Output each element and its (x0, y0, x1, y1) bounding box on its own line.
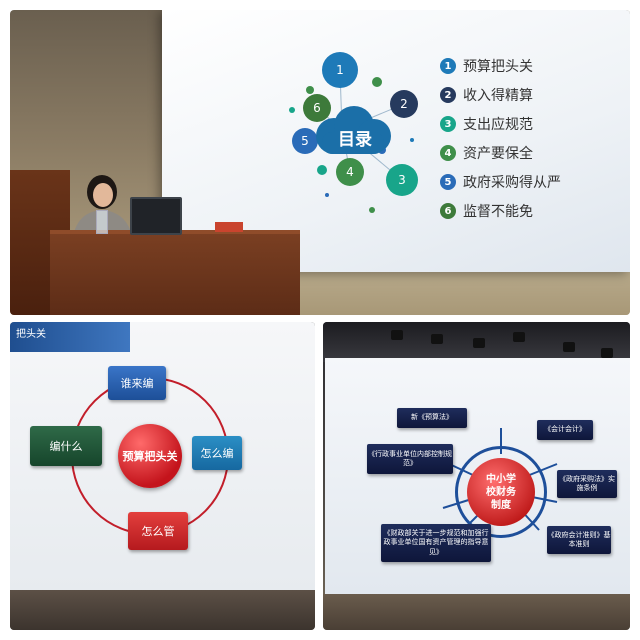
ceiling-lamp (473, 338, 485, 348)
bubble-3 (386, 164, 418, 196)
box-top-right: 《会计会计》 (537, 420, 593, 440)
mindmap-center-label: 目录 (338, 130, 372, 150)
box-left: 《行政事业单位内部控制规范》 (367, 444, 453, 474)
box-top: 谁来编 (108, 366, 166, 400)
svg-text:5: 5 (301, 134, 309, 148)
bubble-2 (390, 90, 418, 118)
agenda-item: 1 预算把头关 (440, 54, 561, 78)
ceiling-lamp (431, 334, 443, 344)
svg-text:3: 3 (398, 173, 406, 187)
box-bottom: 怎么管 (128, 512, 188, 550)
center-circle: 预算把头关 (118, 424, 182, 488)
stage-floor-3 (323, 594, 630, 630)
box-right: 《政府采购法》实施条例 (557, 470, 617, 498)
lecture-photo-1: 1 2 3 4 5 6 目录 1 预算把头关 2 收入得精算 3 支出应规范 (10, 10, 630, 315)
box-top: 新《预算法》 (397, 408, 467, 428)
lecture-photo-2: 把头关 谁来编 编什么 怎么编 怎么管 预算把头关 (10, 322, 315, 630)
cloud-shape (316, 106, 391, 154)
svg-text:6: 6 (313, 101, 321, 115)
ceiling-lamp (563, 342, 575, 352)
agenda-list: 1 预算把头关 2 收入得精算 3 支出应规范 4 资产要保全 5 政府采购得从… (440, 54, 561, 228)
stage-floor-2 (10, 590, 315, 630)
box-right: 怎么编 (192, 436, 242, 470)
svg-text:1: 1 (336, 63, 344, 77)
ceiling-lamp (601, 348, 613, 358)
projection-screen-2: 把头关 谁来编 编什么 怎么编 怎么管 预算把头关 (10, 322, 315, 590)
slide-header-bar: 把头关 (10, 322, 130, 352)
bubble-4 (336, 158, 364, 186)
agenda-item: 3 支出应规范 (440, 112, 561, 136)
ceiling-lamp (391, 330, 403, 340)
svg-text:4: 4 (346, 165, 354, 179)
name-plate (215, 222, 243, 232)
ceiling-lamp (513, 332, 525, 342)
box-bottom-left: 《财政部关于进一步规范和加强行政事业单位国有资产管理的指导意见》 (381, 524, 491, 562)
ceiling (323, 322, 630, 362)
agenda-item: 6 监督不能免 (440, 199, 561, 223)
lecture-photo-3: 中小学 校财务 制度 新《预算法》 《会计会计》 《行政事业单位内部控制规范》 … (323, 322, 630, 630)
agenda-item: 2 收入得精算 (440, 83, 561, 107)
box-left: 编什么 (30, 426, 102, 466)
box-bottom-right: 《政府会计准则》基本准则 (547, 526, 611, 554)
mindmap-graphic: 1 2 3 4 5 6 (289, 52, 418, 213)
water-cup (96, 210, 108, 234)
bubble-5 (292, 128, 318, 154)
agenda-item: 4 资产要保全 (440, 141, 561, 165)
stage-floor (300, 272, 630, 315)
agenda-item: 5 政府采购得从严 (440, 170, 561, 194)
bubble-1 (322, 52, 358, 88)
laptop (130, 197, 182, 235)
center-ring (455, 446, 547, 538)
center-circle: 中小学 校财务 制度 (467, 458, 535, 526)
bubble-6 (303, 94, 331, 122)
podium (50, 230, 300, 315)
svg-text:2: 2 (400, 97, 408, 111)
projection-screen-3: 中小学 校财务 制度 新《预算法》 《会计会计》 《行政事业单位内部控制规范》 … (325, 358, 630, 594)
